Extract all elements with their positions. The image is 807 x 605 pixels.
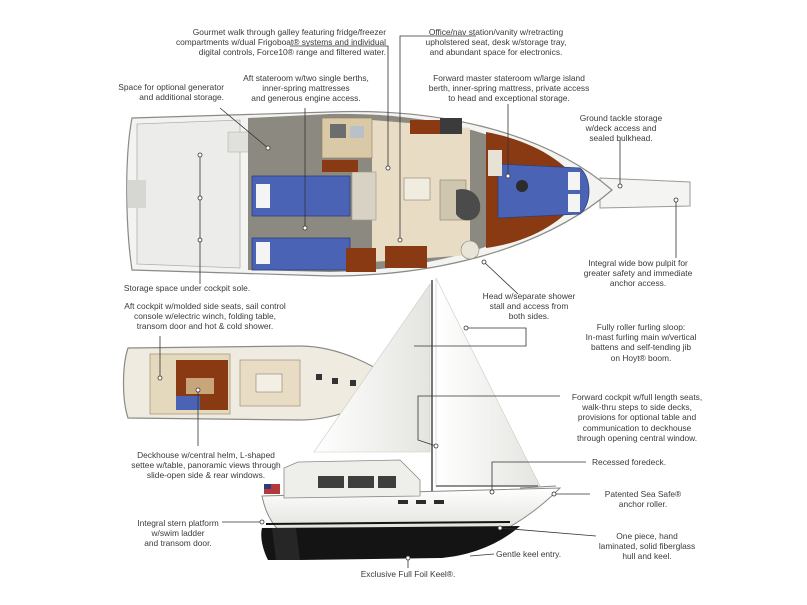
leader-foredeck [491,461,586,492]
leader-lines [159,35,677,568]
nav-desk [440,118,462,134]
dot-storage-cockpit-3 [197,237,203,243]
deckhouse-window-1 [318,476,344,488]
callout-aft-cockpit: Aft cockpit w/molded side seats, sail co… [124,301,286,332]
callout-roller-sloop: Fully roller furling sloop: In-mast furl… [585,322,697,363]
forward-island-berth [497,163,590,219]
porthole-3 [434,500,444,504]
dot-aft-cockpit [157,375,163,381]
head-toilet [460,240,480,260]
bowsprit [599,177,691,209]
side-profile-view [261,277,562,560]
forward-cockpit-table [255,373,283,393]
leader-head [483,261,519,295]
cockpit-deck-area [136,119,241,269]
callout-keel-entry: Gentle keel entry. [496,549,562,559]
dot-ground-tackle [617,183,623,189]
dot-sea-safe [551,491,557,497]
deckhouse-blue-cushion [176,396,200,410]
dot-forward-master [505,173,511,179]
porthole-2 [416,500,426,504]
wood-cabinet-1 [322,160,358,172]
bow-rail [519,485,557,489]
full-foil-keel [261,526,520,560]
wood-cabinet-2 [346,248,376,272]
dot-hull [497,525,503,531]
transom-step [128,180,146,208]
dot-foredeck [489,489,495,495]
galley-sink [350,126,364,138]
aft-berth-upper-pillow [256,184,270,208]
dot-generator [265,145,271,151]
leader-keel-entry [469,553,495,557]
callout-deckhouse: Deckhouse w/central helm, L-shaped sette… [131,450,281,481]
callout-bow-pulpit: Integral wide bow pulpit for greater saf… [583,258,693,289]
hatch-1 [316,374,322,380]
dot-bow-pulpit [673,197,679,203]
engine-room-box [351,171,377,221]
deckhouse-table [186,378,214,394]
callout-office: Office/nav station/vanity w/retracting u… [425,27,567,58]
aft-berth-lower-pillow [256,242,270,264]
callout-forward-master: Forward master stateroom w/large island … [428,73,590,104]
deck-plan-view [122,345,399,421]
fruit-bowl [516,180,528,192]
us-flag [264,484,280,494]
hatch-3 [350,380,356,386]
callout-storage-cockpit: Storage space under cockpit sole. [123,283,251,293]
callout-ground-tackle: Ground tackle storage w/deck access and … [579,113,663,144]
dot-aft-stateroom [302,225,308,231]
leader-forward-cockpit [417,395,560,447]
dot-full-foil-keel [405,555,411,561]
callout-sea-safe: Patented Sea Safe® anchor roller. [604,489,682,510]
porthole-1 [398,500,408,504]
mainsail [313,283,431,453]
callout-stern-platform: Integral stern platform w/swim ladder an… [137,518,219,549]
nav-seat [456,189,481,221]
dot-roller-sloop [463,325,469,331]
leader-roller-sloop [414,327,527,347]
galley-stove [330,124,346,138]
callout-foredeck: Recessed foredeck. [592,457,667,467]
deckhouse-window-2 [348,476,374,488]
forward-berth-pillow-1 [568,172,580,190]
dot-storage-cockpit-1 [197,152,203,158]
callout-forward-cockpit: Forward cockpit w/full length seats, wal… [571,392,703,443]
callout-head: Head w/separate shower stall and access … [482,291,576,322]
dot-stern-platform [259,519,265,525]
hull-stripe [265,521,511,525]
callout-aft-stateroom: Aft stateroom w/two single berths, inner… [243,73,369,104]
callout-hull: One piece, hand laminated, solid fibergl… [598,531,696,562]
wood-cabinet-3 [385,246,427,268]
wood-cabinet-4 [410,120,440,134]
hanging-locker [488,150,502,176]
dot-office [397,237,403,243]
deckhouse-window-3 [378,476,396,488]
leader-dots [157,145,679,561]
rudder [272,528,300,560]
hatch-2 [332,378,338,384]
callout-full-foil-keel: Exclusive Full Foil Keel®. [360,569,456,579]
leader-hull [499,527,597,537]
forward-berth-pillow-2 [568,194,580,212]
dinette-table [403,177,431,201]
dot-forward-cockpit [433,443,439,449]
leader-generator [219,107,269,149]
dot-storage-cockpit-2 [197,195,203,201]
callout-galley: Gourmet walk through galley featuring fr… [175,27,386,58]
dot-head [481,259,487,265]
galley-counter [321,117,373,159]
callout-generator: Space for optional generator and additio… [118,82,224,103]
leader-galley [290,45,389,168]
us-flag-canton [264,484,271,489]
dot-deckhouse [195,387,201,393]
interior-plan-view [126,110,691,277]
leader-office [399,35,476,240]
dot-galley [385,165,391,171]
